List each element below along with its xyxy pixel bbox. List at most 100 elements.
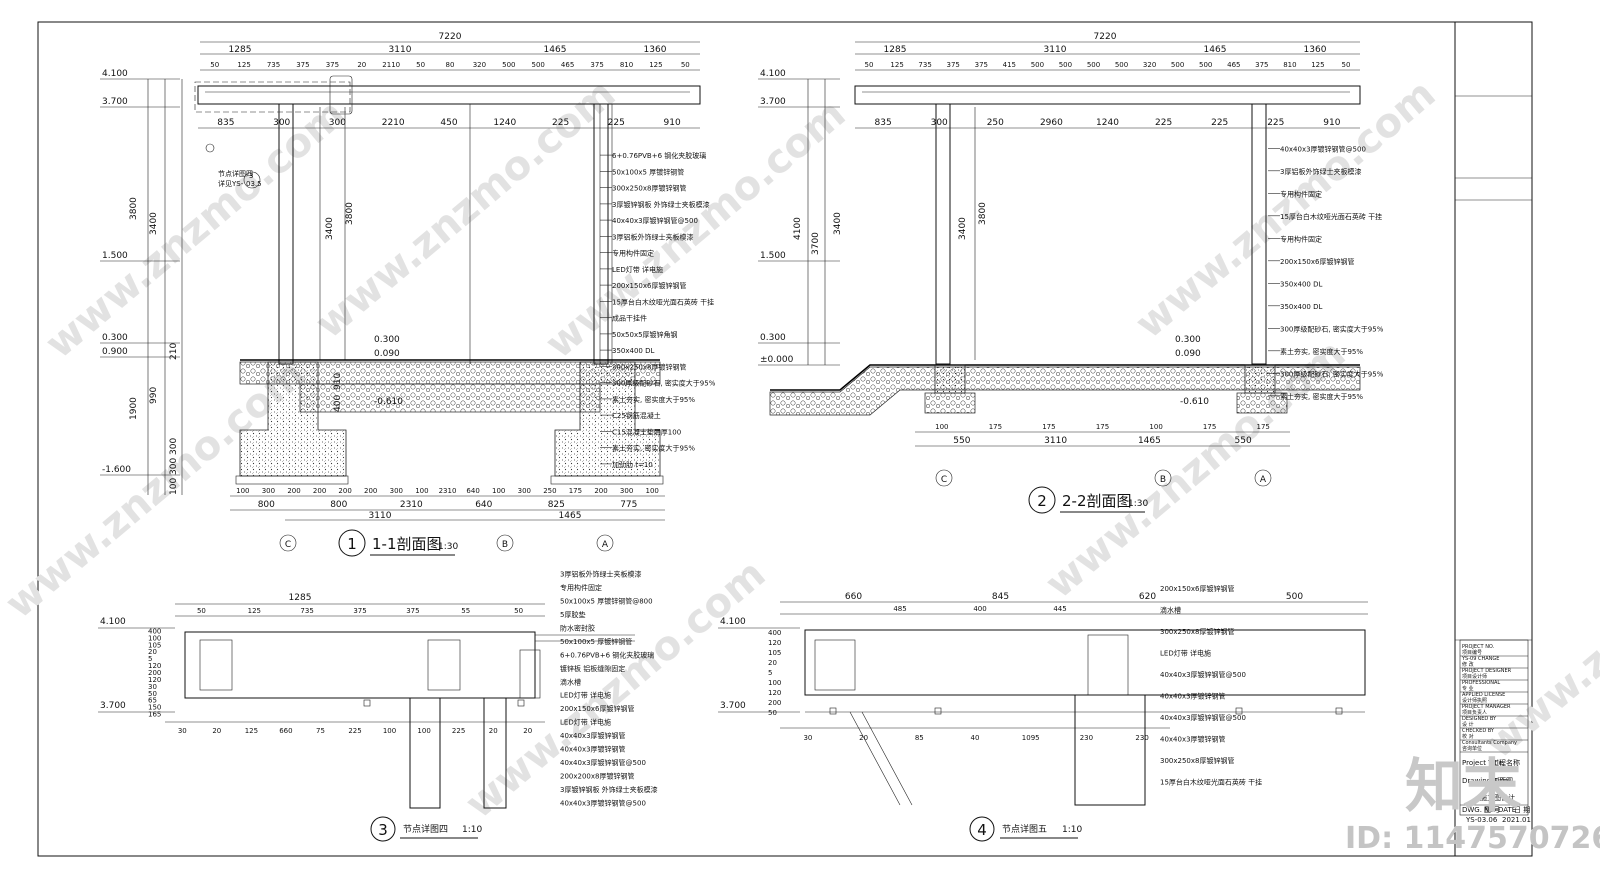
dim-label: 105 — [768, 649, 781, 657]
dim-label: 800 — [330, 500, 347, 510]
dim-label: 50 — [148, 690, 157, 698]
dim-label: 825 — [548, 500, 565, 510]
svg-text:3700: 3700 — [811, 232, 821, 255]
title-block-label-cn: 项目设计师 — [1462, 673, 1487, 680]
svg-text:图 号: 图 号 — [1484, 806, 1500, 814]
callout-label: 加劲肋 t=10 — [612, 460, 653, 469]
callout-label: LED灯带 详电施 — [1160, 648, 1211, 657]
dim-label: 100 — [148, 634, 161, 642]
callout-label: 滴水槽 — [1160, 605, 1181, 614]
callout-label: 镀锌板 铝板缝隙固定 — [560, 664, 625, 673]
callout-label: 200x150x6厚镀锌钢管 — [560, 704, 634, 713]
dim-label: 375 — [326, 61, 339, 69]
small-tubes — [829, 707, 1343, 715]
dim-label: 415 — [1003, 61, 1016, 69]
callout-label: 5厚胶垫 — [560, 610, 585, 619]
svg-text:1465: 1465 — [1204, 45, 1227, 55]
callout-label: 3厚镀锌钢板 外饰绿士夹板模漆 — [612, 200, 710, 209]
svg-text:B: B — [1160, 475, 1166, 485]
callout-label: 350x400 DL — [1280, 303, 1322, 311]
dim-label: 200 — [148, 669, 161, 677]
dim-label: 550 — [953, 436, 970, 446]
callout-label: 3厚镀锌钢板 外饰绿士夹板模漆 — [560, 785, 658, 794]
callout-label: 40x40x3厚镀锌钢管@500 — [560, 798, 646, 807]
svg-text:1360: 1360 — [1304, 45, 1327, 55]
dim-label: 80 — [446, 61, 455, 69]
dim-label: 40 — [971, 734, 980, 742]
dim-label: 20 — [768, 659, 777, 667]
dim-label: 175 — [1257, 423, 1270, 431]
svg-text:4.100: 4.100 — [720, 617, 746, 627]
axis-b: B — [502, 540, 508, 550]
svg-text:3: 3 — [249, 172, 253, 180]
dim-label: 150 — [148, 704, 161, 712]
svg-text:1.500: 1.500 — [760, 251, 786, 261]
dim-label: 660 — [845, 592, 862, 602]
dim-label: 5 — [148, 655, 152, 663]
svg-text:Drawing Title: Drawing Title — [1462, 777, 1508, 785]
callout-label: 300x250x8厚镀锌钢管 — [612, 184, 686, 193]
callout-label: 15厚台白木纹哑光面石英砖 干挂 — [1280, 212, 1382, 221]
dim-label: 800 — [258, 500, 275, 510]
dim-label: 485 — [893, 605, 906, 613]
level-markers: 4.100 3.700 1.500 0.300 ±0.000 — [758, 69, 840, 366]
callout-label: 200x150x6厚镀锌钢管 — [1280, 257, 1354, 266]
svg-text:C: C — [941, 475, 947, 485]
dim-label: 465 — [1227, 61, 1240, 69]
dim-label: 20 — [148, 648, 157, 656]
callout-label: 素土夯实, 密实度大于95% — [612, 444, 695, 453]
dim-label: 20 — [212, 727, 221, 735]
callout-label: 专用构件固定 — [1280, 234, 1322, 243]
section-number: 2 — [1037, 492, 1047, 510]
dim-label: 85 — [915, 734, 924, 742]
dim-label: 775 — [620, 500, 637, 510]
svg-text:3800: 3800 — [345, 202, 355, 225]
small-tubes — [363, 699, 525, 707]
callout-label: 350x400 DL — [612, 347, 654, 355]
dim-label: 230 — [1080, 734, 1093, 742]
svg-text:1465: 1465 — [544, 45, 567, 55]
dim-label: 2310 — [439, 487, 457, 495]
svg-text:-0.610: -0.610 — [1180, 397, 1209, 407]
dim-label: 500 — [1171, 61, 1184, 69]
dim-label: 200 — [313, 487, 326, 495]
svg-text:1:10: 1:10 — [462, 825, 482, 835]
axis-markers: C B A — [935, 469, 1272, 487]
dim-label: 400 — [973, 605, 986, 613]
svg-text:300: 300 — [169, 438, 179, 455]
dim-label: 225 — [1267, 118, 1284, 128]
title-block-label-cn: 修 改 — [1462, 661, 1474, 668]
dim-label: 500 — [1031, 61, 1044, 69]
dim-label: 2960 — [1040, 118, 1063, 128]
svg-text:1.500: 1.500 — [102, 251, 128, 261]
title-block-label-cn: 项目编号 — [1462, 649, 1482, 656]
svg-text:0.300: 0.300 — [102, 333, 128, 343]
callout-label: 15厚台白木纹哑光面石英砖 干挂 — [612, 297, 714, 306]
dim-label: 230 — [1135, 734, 1148, 742]
title-block-label-cn: 设计师执照 — [1462, 697, 1487, 704]
dim-label: 640 — [475, 500, 492, 510]
callout-label: 40x40x3厚镀锌钢管@500 — [1160, 670, 1246, 679]
svg-text:990: 990 — [149, 387, 159, 404]
svg-text:详见YS-: 详见YS- — [218, 179, 244, 188]
callout-label: 350x400 DL — [1280, 280, 1322, 288]
dim-label: 50 — [197, 607, 206, 615]
callout-label: 6+0.76PVB+6 钢化夹胶玻璃 — [560, 650, 654, 659]
callout-label: 素土夯实, 密实度大于95% — [1280, 347, 1363, 356]
dim-label: 125 — [1311, 61, 1324, 69]
sheet-border — [37, 21, 1533, 857]
dim-label: 300 — [931, 118, 948, 128]
callout-label: 成品干挂件 — [612, 314, 647, 323]
section-scale: 1:30 — [1128, 499, 1148, 509]
dim-label: 175 — [1203, 423, 1216, 431]
callout-label: 40x40x3厚镀锌钢管 — [560, 745, 626, 754]
dim-label: 200 — [768, 699, 781, 707]
dim-label: 100 — [492, 487, 505, 495]
